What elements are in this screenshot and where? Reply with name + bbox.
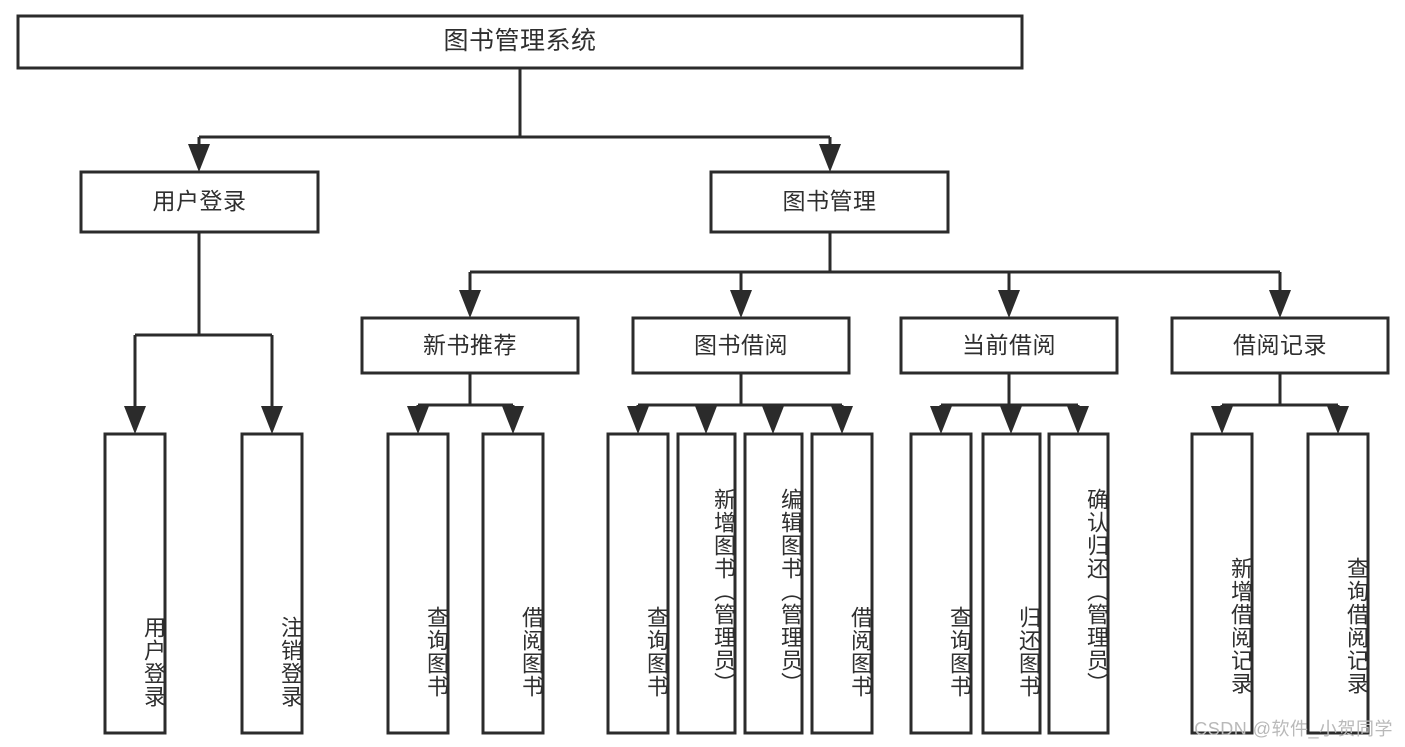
node-box-leaf-query-books-3[interactable] — [909, 432, 973, 735]
node-box-root[interactable] — [16, 14, 1024, 70]
connector-group-current-borrow — [930, 373, 1089, 434]
arrow-head-leaf-borrow-books-1 — [502, 406, 524, 434]
arrow-head-leaf-query-books-2 — [627, 406, 649, 434]
connector-group-book-management — [459, 232, 1291, 318]
node-box-leaf-edit-book-admin[interactable] — [743, 432, 804, 735]
arrow-head-leaf-query-borrow-record — [1327, 406, 1349, 434]
node-box-leaf-borrow-books-1[interactable] — [481, 432, 545, 735]
arrow-head-new-book-recommend — [459, 290, 481, 318]
node-box-leaf-add-borrow-record[interactable] — [1190, 432, 1254, 735]
arrow-head-leaf-edit-book-admin — [762, 406, 784, 434]
node-box-book-borrow[interactable] — [631, 316, 851, 375]
node-box-leaf-user-login[interactable] — [103, 432, 167, 735]
arrow-head-leaf-confirm-return-admin — [1067, 406, 1089, 434]
arrow-head-book-borrow — [730, 290, 752, 318]
node-box-book-management[interactable] — [709, 170, 950, 234]
node-box-current-borrow[interactable] — [899, 316, 1119, 375]
arrow-head-leaf-user-login — [124, 406, 146, 434]
arrow-head-leaf-query-books-3 — [930, 406, 952, 434]
arrow-head-leaf-logout — [261, 406, 283, 434]
node-box-leaf-query-books-1[interactable] — [386, 432, 450, 735]
arrow-head-leaf-query-books-1 — [407, 406, 429, 434]
arrow-head-leaf-return-books — [1000, 406, 1022, 434]
arrow-head-current-borrow — [998, 290, 1020, 318]
node-box-leaf-query-books-2[interactable] — [606, 432, 670, 735]
arrow-head-leaf-add-borrow-record — [1211, 406, 1233, 434]
node-box-leaf-return-books[interactable] — [981, 432, 1042, 735]
node-box-leaf-add-book-admin[interactable] — [676, 432, 737, 735]
connector-group-borrow-record — [1211, 373, 1349, 434]
arrow-head-leaf-borrow-books-2 — [831, 406, 853, 434]
connector-group-book-borrow — [627, 373, 853, 434]
arrow-head-borrow-record — [1269, 290, 1291, 318]
node-box-leaf-logout[interactable] — [240, 432, 304, 735]
connector-group-root — [188, 68, 841, 172]
node-box-leaf-query-borrow-record[interactable] — [1306, 432, 1370, 735]
arrow-head-user-login — [188, 144, 210, 172]
arrow-head-book-management — [819, 144, 841, 172]
node-box-new-book-recommend[interactable] — [360, 316, 580, 375]
connector-group-new-book-recommend — [407, 373, 524, 434]
node-box-user-login[interactable] — [79, 170, 320, 234]
node-box-leaf-confirm-return-admin[interactable] — [1047, 432, 1110, 735]
node-box-leaf-borrow-books-2[interactable] — [810, 432, 874, 735]
arrow-head-leaf-add-book-admin — [695, 406, 717, 434]
node-box-borrow-record[interactable] — [1170, 316, 1390, 375]
connector-group-user-login — [124, 232, 283, 434]
